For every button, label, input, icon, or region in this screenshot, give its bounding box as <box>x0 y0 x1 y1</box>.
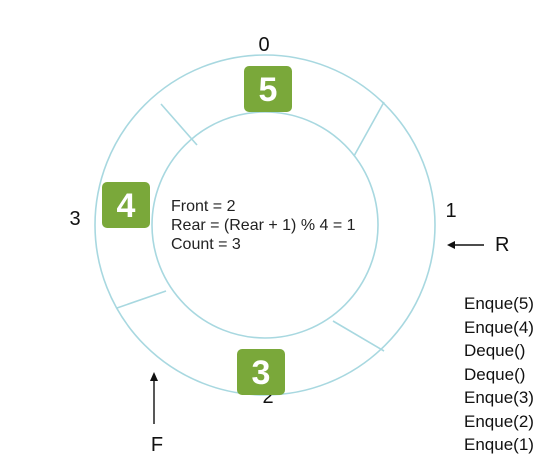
slot-box-2: 3 <box>237 349 285 395</box>
slot-box-0: 5 <box>244 66 292 112</box>
slot-divider <box>332 320 385 352</box>
rear-arrowhead-icon <box>447 241 455 249</box>
rear-pointer: R <box>447 234 509 256</box>
operation-item: Enque(3) <box>464 388 534 407</box>
front-pointer: F <box>150 372 163 456</box>
index-label-3: 3 <box>69 208 80 230</box>
operation-item: Deque() <box>464 341 526 360</box>
operation-item: Enque(4) <box>464 317 534 337</box>
operations-list: Enque(5) Enque(4) Deque() Deque() Enque(… <box>464 292 534 457</box>
slot-value-0: 5 <box>259 71 278 109</box>
operation-item: Enque(2) <box>464 411 534 431</box>
slot-divider <box>353 101 385 157</box>
rear-state-text: Rear = (Rear + 1) % 4 = 1 <box>171 217 356 234</box>
operation-item: Enque(1) <box>464 435 534 454</box>
operation-item: Deque() <box>464 364 526 384</box>
front-pointer-label: F <box>151 434 163 456</box>
index-label-1: 1 <box>445 200 456 222</box>
slot-divider <box>160 103 198 146</box>
index-label-2: 2 <box>262 386 273 408</box>
slot-value-2: 3 <box>252 354 271 392</box>
count-state-text: Count = 3 <box>171 236 241 253</box>
slot-divider <box>116 290 167 309</box>
front-state-text: Front = 2 <box>171 198 236 215</box>
slot-value-3: 4 <box>117 187 136 225</box>
operation-item: Enque(5) <box>464 294 534 313</box>
front-arrowhead-icon <box>150 372 158 381</box>
index-label-0: 0 <box>258 34 269 56</box>
slot-box-3: 4 <box>102 182 150 228</box>
rear-pointer-label: R <box>495 234 509 256</box>
